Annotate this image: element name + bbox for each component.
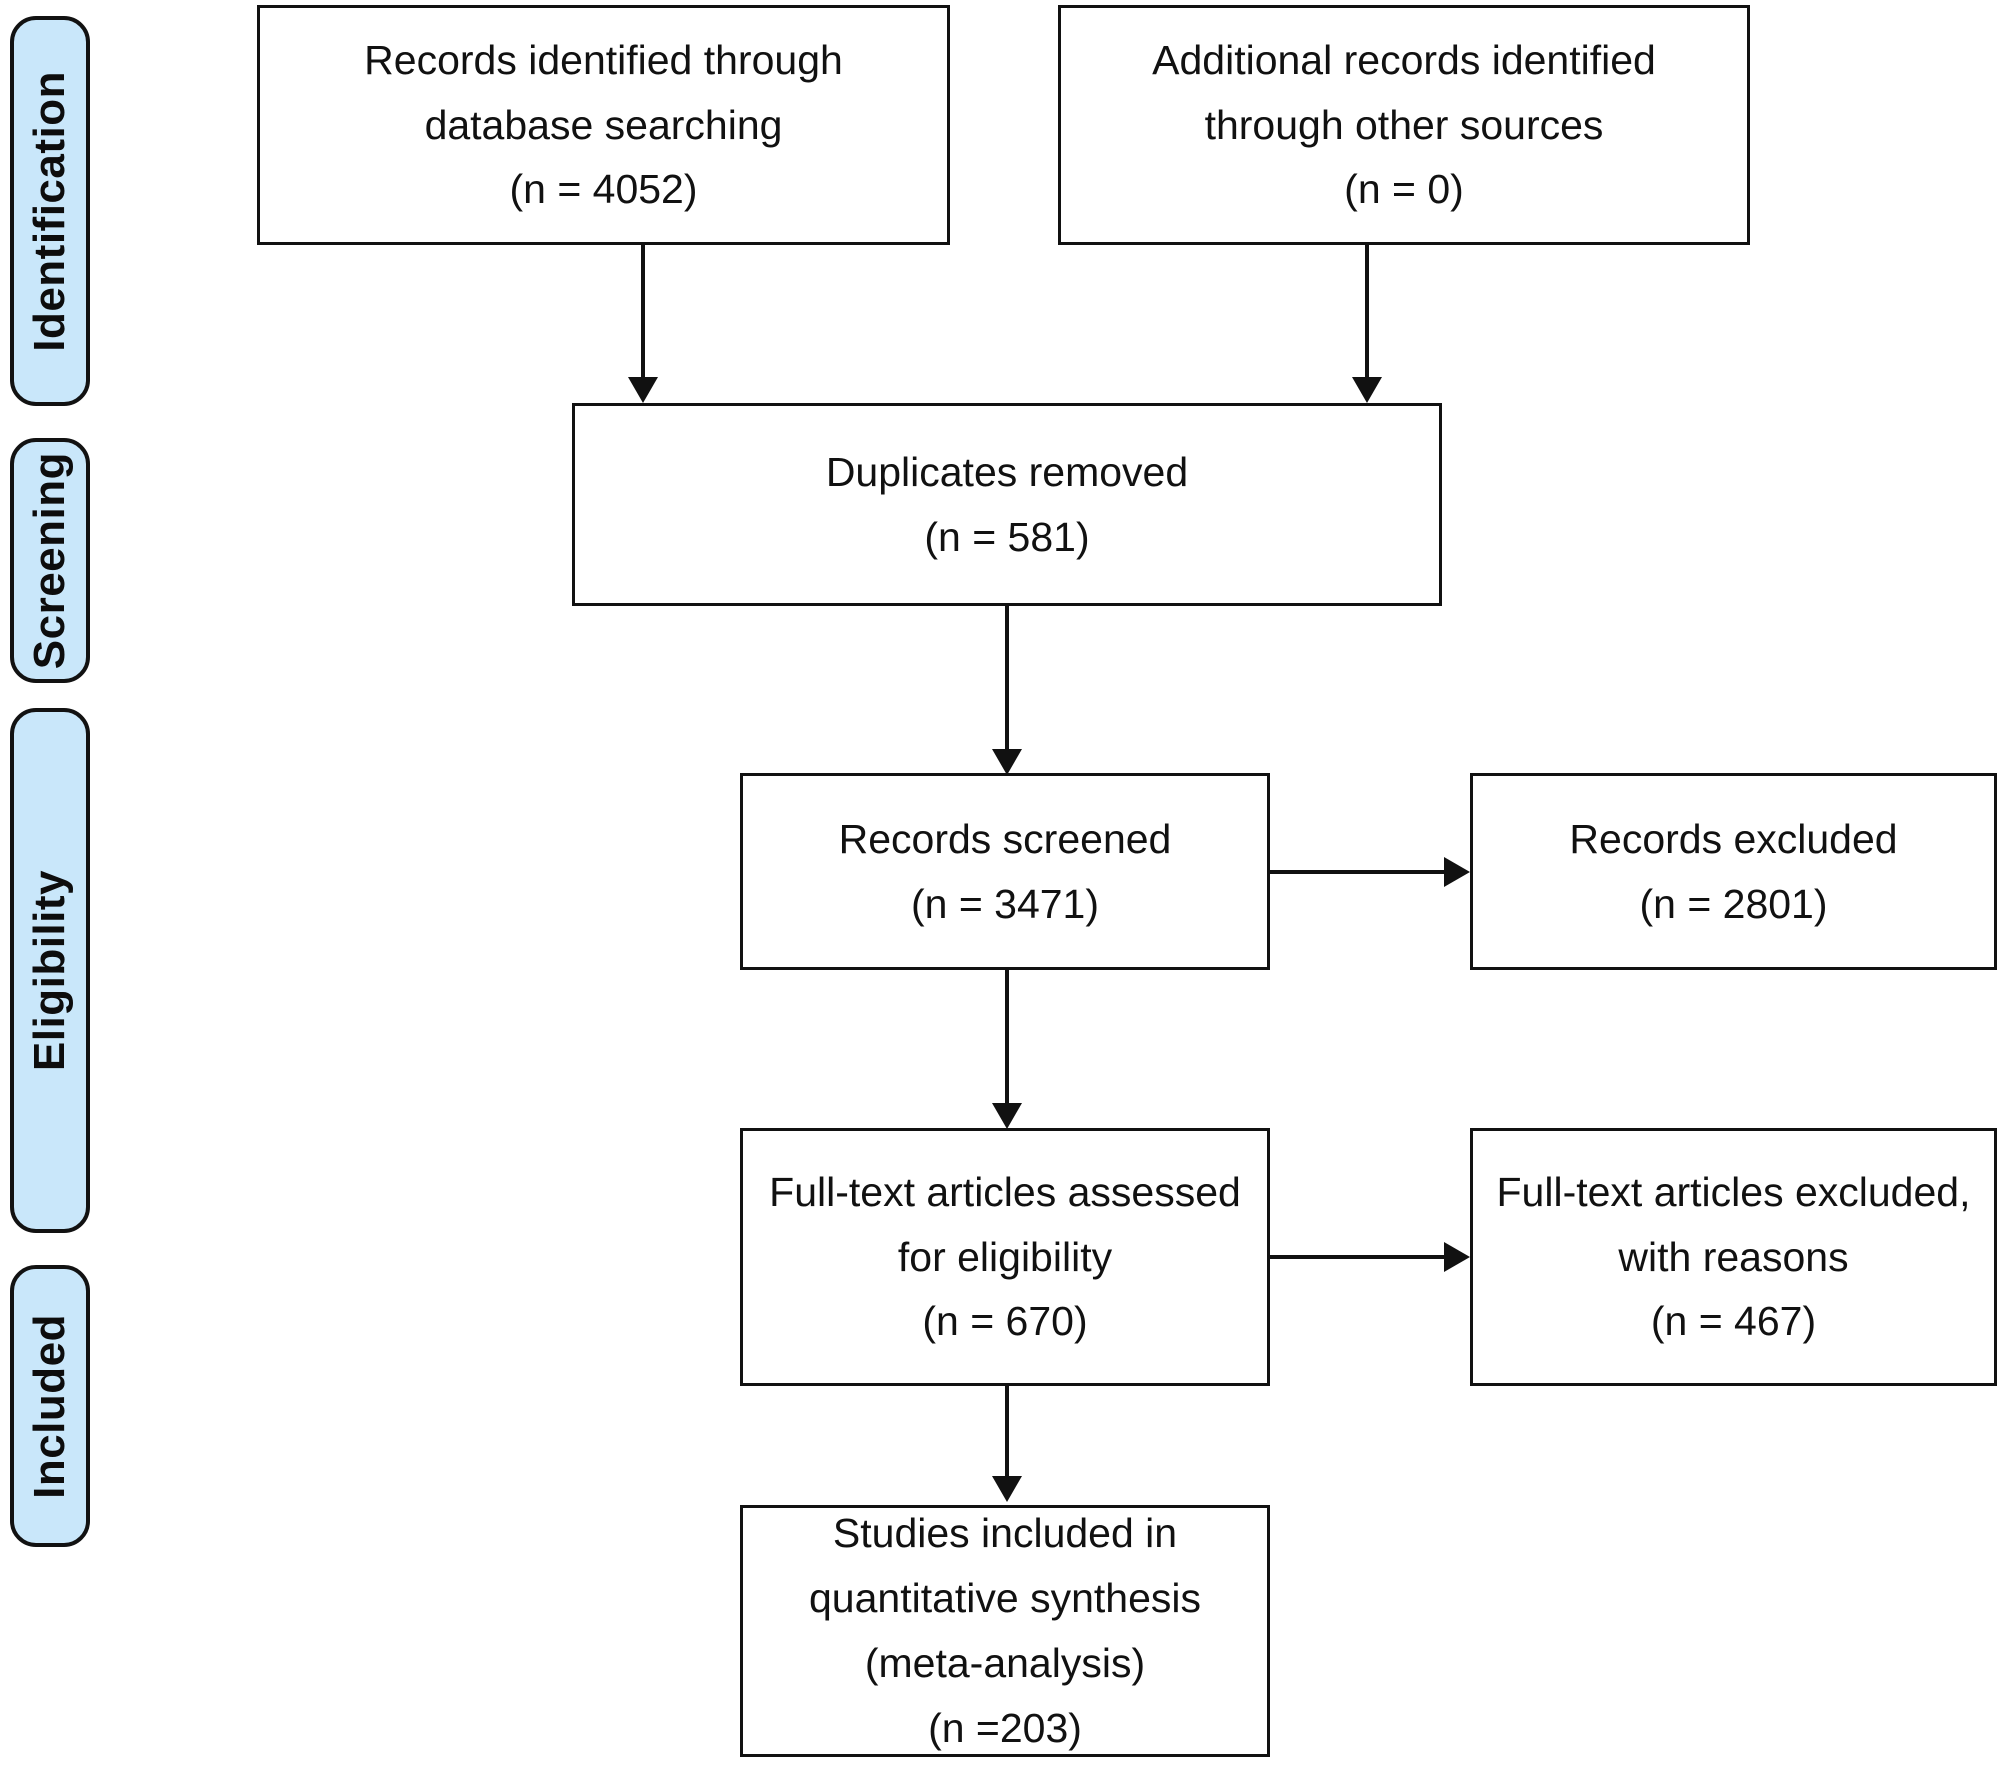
box-studies-included: Studies included in quantitative synthes… [740, 1505, 1270, 1757]
box-line: for eligibility [897, 1233, 1113, 1280]
box-line: through other sources [1204, 101, 1604, 148]
box-duplicates-removed: Duplicates removed (n = 581) [572, 403, 1442, 606]
box-line: Full-text articles excluded, [1496, 1168, 1971, 1215]
box-line: (n = 2801) [1639, 880, 1828, 927]
connector-duplicates-to-screened [1005, 606, 1009, 751]
box-line: (n = 4052) [509, 166, 698, 213]
arrowhead-screened-to-excluded [1444, 857, 1470, 887]
box-line: Studies included in [832, 1510, 1178, 1557]
stage-label-screening: Screening [25, 451, 74, 670]
arrowhead-fulltext-to-excluded [1444, 1242, 1470, 1272]
connector-screened-to-excluded [1270, 870, 1445, 874]
box-line: (n = 581) [924, 513, 1090, 560]
box-line: Additional records identified [1152, 36, 1656, 83]
connector-fulltext-to-excluded [1270, 1255, 1445, 1259]
stage-pill-eligibility: Eligibility [10, 708, 90, 1233]
box-additional-records-other-sources: Additional records identified through ot… [1058, 5, 1750, 245]
stage-pill-identification: Identification [10, 16, 90, 406]
box-line: (n = 670) [922, 1298, 1088, 1345]
box-records-excluded: Records excluded (n = 2801) [1470, 773, 1997, 970]
box-line: (n = 0) [1344, 166, 1464, 213]
stage-label-included: Included [25, 1313, 74, 1499]
box-fulltext-assessed: Full-text articles assessed for eligibil… [740, 1128, 1270, 1386]
connector-db-to-duplicates [641, 245, 645, 379]
arrowhead-screened-to-fulltext [992, 1103, 1022, 1129]
stage-label-eligibility: Eligibility [25, 869, 74, 1072]
box-records-identified-database: Records identified through database sear… [257, 5, 950, 245]
box-line: (n =203) [928, 1704, 1082, 1751]
box-line: Records screened [838, 815, 1172, 862]
box-line: (meta-analysis) [864, 1640, 1146, 1686]
box-line: quantitative synthesis [808, 1575, 1201, 1622]
arrowhead-duplicates-to-screened [992, 749, 1022, 775]
connector-fulltext-to-included [1005, 1386, 1009, 1478]
box-line: (n = 467) [1650, 1298, 1817, 1345]
connector-screened-to-fulltext [1005, 970, 1009, 1105]
box-line: Records excluded [1569, 815, 1898, 862]
box-fulltext-excluded: Full-text articles excluded, with reason… [1470, 1128, 1997, 1386]
box-line: Full-text articles assessed [769, 1168, 1241, 1215]
box-records-screened: Records screened (n = 3471) [740, 773, 1270, 970]
box-line: Duplicates removed [825, 448, 1189, 495]
arrowhead-other-to-duplicates [1352, 377, 1382, 403]
connector-other-to-duplicates [1365, 245, 1369, 379]
box-line: Records identified through [364, 36, 843, 83]
arrowhead-db-to-duplicates [628, 377, 658, 403]
box-line: database searching [424, 101, 783, 148]
stage-pill-included: Included [10, 1265, 90, 1547]
box-line: (n = 3471) [910, 880, 1100, 927]
arrowhead-fulltext-to-included [992, 1476, 1022, 1502]
stage-pill-screening: Screening [10, 438, 90, 683]
box-line: with reasons [1618, 1233, 1849, 1280]
stage-label-identification: Identification [25, 70, 74, 352]
